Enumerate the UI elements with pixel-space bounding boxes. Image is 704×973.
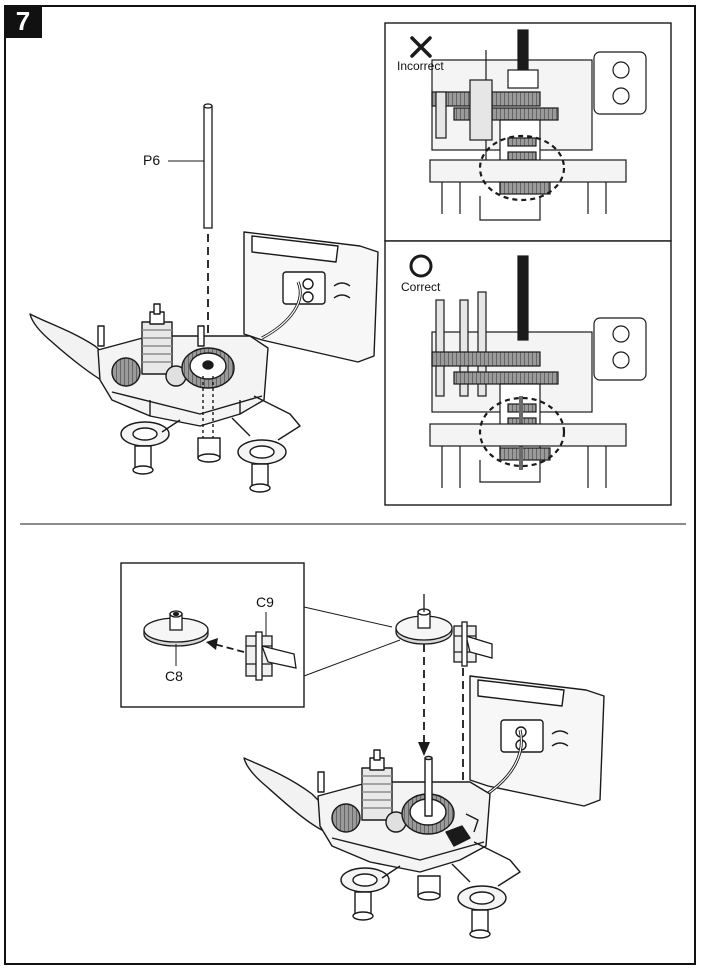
correct-detail-drawing [429, 255, 647, 488]
c9-to-c8-arrowhead [206, 638, 218, 650]
c8-disc [143, 610, 209, 647]
part-label-c8: C8 [165, 668, 183, 684]
disc-down-arrowhead [418, 742, 430, 756]
c9-clip [245, 631, 297, 681]
assembled-disc-clip [395, 594, 493, 667]
correct-label: Correct [401, 280, 441, 294]
cross-icon [410, 36, 432, 58]
c9-to-c8-arrow-line [213, 643, 245, 653]
robot-body-top [29, 231, 379, 493]
inset-callout-lines [303, 606, 401, 677]
part-label-p6: P6 [143, 152, 161, 168]
step-number-badge: 7 [4, 5, 42, 38]
incorrect-label: Incorrect [397, 59, 444, 73]
page-frame [4, 5, 696, 965]
robot-body-bottom [243, 675, 605, 939]
part-label-c9: C9 [256, 594, 274, 610]
incorrect-detail-drawing [429, 29, 647, 221]
circle-icon [409, 254, 433, 278]
p6-shaft [203, 103, 213, 229]
